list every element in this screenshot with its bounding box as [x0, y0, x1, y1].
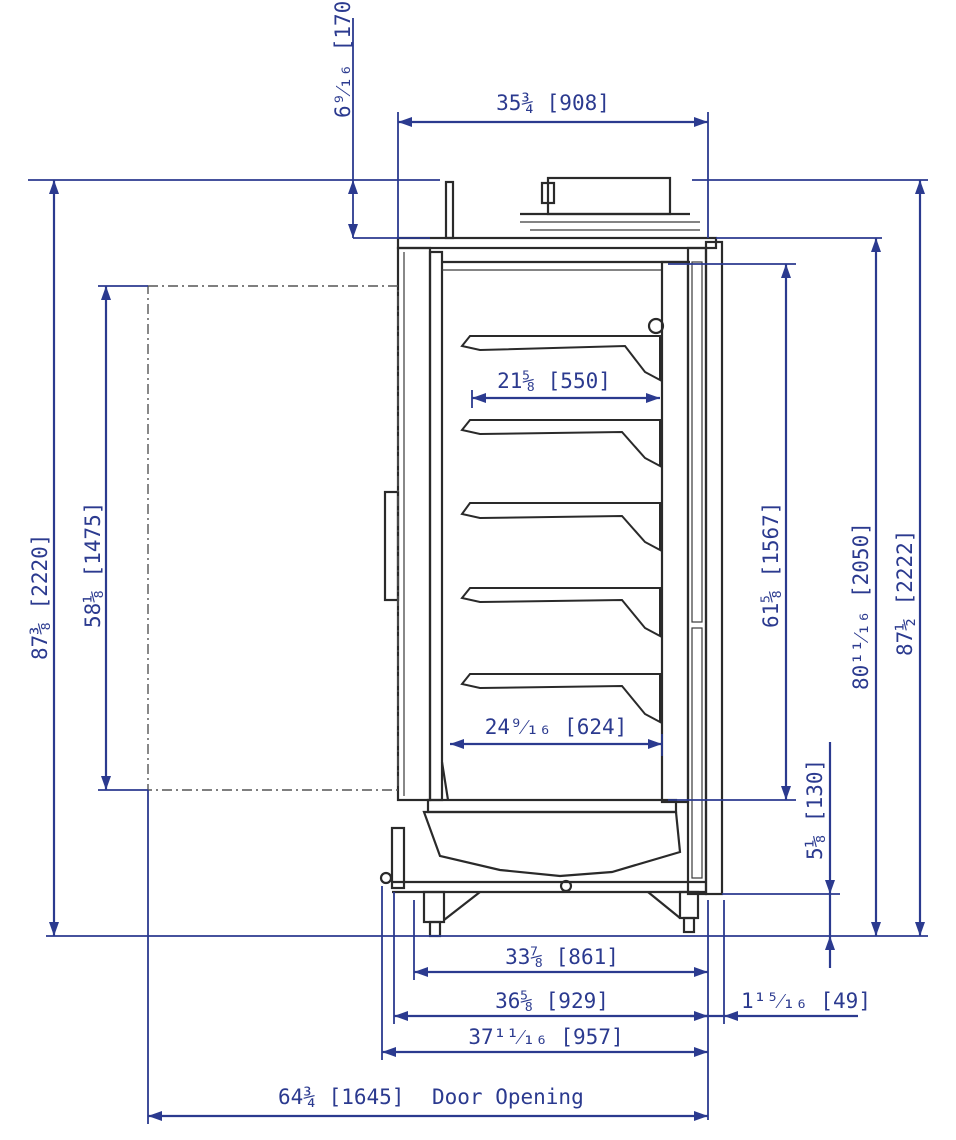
top-post — [444, 180, 455, 240]
interior-left-wall — [428, 250, 444, 802]
dim-door-opening-label: Door Opening — [432, 1085, 584, 1109]
dim-case-height: 80¹¹⁄₁₆ [2050] — [849, 522, 873, 690]
dim-bumper-depth: 1¹⁵⁄₁₆ [49] — [741, 989, 871, 1013]
arrowheads — [49, 117, 925, 1121]
dimension-lines — [28, 18, 928, 1124]
top-unit-box — [540, 181, 556, 205]
door-frame — [396, 246, 432, 802]
top-plate — [396, 236, 718, 250]
dim-base-depth: 33⅞ [861] — [505, 945, 619, 969]
door-handle — [383, 490, 400, 602]
dim-bottom-clearance: 5⅛ [130] — [803, 759, 827, 860]
dim-top-width: 35¾ [908] — [496, 91, 610, 115]
drain-pan — [422, 810, 682, 878]
shelves — [460, 335, 661, 724]
dim-interior-height: 61⅝ [1567] — [759, 502, 783, 628]
dim-overall-height-left: 87⅜ [2220] — [28, 534, 52, 660]
top-unit — [546, 176, 672, 216]
dim-case-depth: 36⅝ [929] — [495, 989, 609, 1013]
dim-overall-height-right: 87½ [2222] — [893, 530, 917, 656]
dim-shelf-depth-upper: 21⅝ [550] — [497, 369, 611, 393]
dim-overall-depth: 37¹¹⁄₁₆ [957] — [468, 1025, 623, 1049]
bottom-deck — [426, 798, 678, 814]
shelf-3 — [460, 502, 661, 552]
rear-panel — [686, 246, 708, 896]
dim-shelf-depth-lower: 24⁹⁄₁₆ [624] — [485, 715, 628, 739]
cabinet-outline — [147, 176, 724, 938]
shelf-1 — [460, 335, 661, 382]
rear-wall — [660, 260, 690, 804]
dim-door-opening-width: 64¾ [1645] — [278, 1085, 404, 1109]
door-swing-outline — [147, 285, 399, 791]
shelf-5 — [460, 673, 661, 724]
dim-door-swing-height: 6⁹⁄₁₆ [170] — [331, 0, 355, 118]
dim-door-opening-height: 58⅛ [1475] — [81, 502, 105, 628]
dimension-labels: 6⁹⁄₁₆ [170] 35¾ [908] 87⅜ [2220] 58⅛ [14… — [28, 0, 917, 1109]
shelf-4 — [460, 587, 661, 638]
legs — [422, 890, 700, 938]
shelf-2 — [460, 419, 661, 468]
rear-bumper — [704, 240, 724, 896]
